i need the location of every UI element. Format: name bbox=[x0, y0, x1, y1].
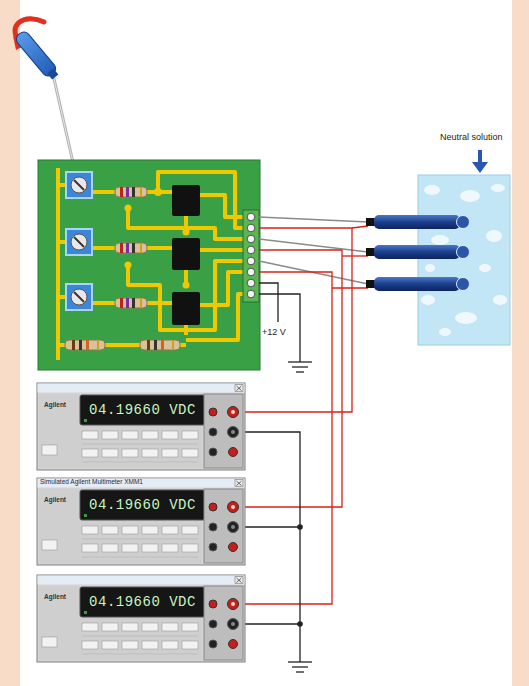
multimeter-window: Agilent 04.19660 VDC bbox=[37, 575, 245, 662]
multimeter-window: Agilent 04.19660 VDC bbox=[37, 383, 245, 470]
meter-reading: 04.19660 VDC bbox=[89, 594, 196, 610]
solution-label: Neutral solution bbox=[440, 132, 503, 142]
meter-reading: 04.19660 VDC bbox=[89, 497, 196, 513]
solution-container: Neutral solution bbox=[418, 132, 514, 345]
multimeter-window: Simulated Agilent Multimeter XMM1Agilent… bbox=[37, 478, 245, 565]
window-title: Simulated Agilent Multimeter XMM1 bbox=[40, 478, 143, 485]
brand-label: Agilent bbox=[44, 593, 66, 600]
brand-label: Agilent bbox=[44, 401, 66, 408]
meter-reading: 04.19660 VDC bbox=[89, 402, 196, 418]
brand-label: Agilent bbox=[44, 496, 66, 503]
supply-label: +12 V bbox=[262, 327, 286, 337]
